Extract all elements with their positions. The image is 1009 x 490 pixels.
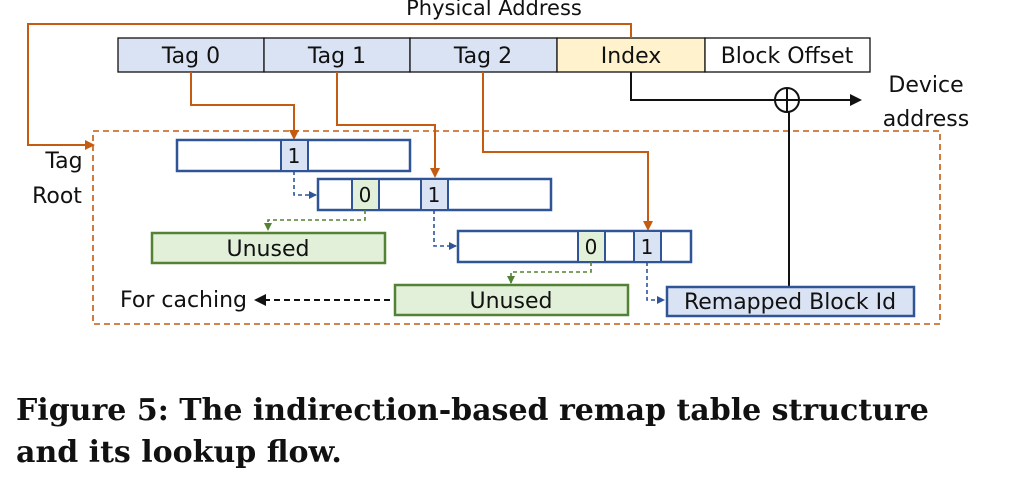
device-label-line2: address <box>883 107 969 132</box>
level2-entry-1 <box>420 178 449 211</box>
tag2-arrow <box>482 72 653 231</box>
unused-box-1-label: Unused <box>227 237 310 262</box>
field-tag2-label: Tag 2 <box>453 44 512 69</box>
level3-entry-0-label: 0 <box>585 235 598 259</box>
index-to-device-arrow <box>630 72 862 106</box>
level3-to-remapped-arrow <box>646 262 665 304</box>
unused-box-2 <box>393 283 630 317</box>
field-block-offset-label: Block Offset <box>721 44 854 69</box>
level1-to-level2-arrow <box>293 171 317 199</box>
tag1-arrow <box>336 72 440 178</box>
level2-entry-0-label: 0 <box>359 183 372 207</box>
physical-address-label: Physical Address <box>406 0 582 20</box>
field-tag1-label: Tag 1 <box>307 44 366 69</box>
remapped-block-label: Remapped Block Id <box>684 290 896 315</box>
field-tag1-box <box>263 37 411 73</box>
level2-zero-to-unused-arrow <box>264 210 366 231</box>
figure-caption: Figure 5: The indirection-based remap ta… <box>16 393 929 470</box>
remap-table-diagram: Physical Address Tag 0 Tag 1 Tag 2 Index… <box>27 0 969 325</box>
unused-box-2-label: Unused <box>470 289 553 314</box>
tag-root-line2: Root <box>32 184 82 209</box>
field-tag0-label: Tag 0 <box>161 44 220 69</box>
level2-to-level3-arrow <box>433 210 457 250</box>
field-block-offset-box <box>704 37 871 73</box>
level3-entry-1-label: 1 <box>641 235 654 259</box>
field-tag0-box <box>117 37 265 73</box>
level1-entry-1-label: 1 <box>288 144 301 168</box>
tag-root-line1: Tag <box>44 149 82 174</box>
level2-entry-1-label: 1 <box>428 183 441 207</box>
remap-table-region <box>92 130 941 325</box>
level2-entry-0 <box>351 178 380 211</box>
field-index-label: Index <box>601 44 662 69</box>
level1-entry-1 <box>280 139 309 172</box>
tag0-arrow <box>190 72 299 140</box>
tag-root-arrow <box>27 23 632 150</box>
device-label-line1: Device <box>888 73 963 98</box>
remapped-block-box <box>665 285 916 318</box>
for-caching-label: For caching <box>120 288 247 313</box>
level3-zero-to-unused-arrow <box>507 262 592 284</box>
unused-box-1 <box>150 231 387 265</box>
